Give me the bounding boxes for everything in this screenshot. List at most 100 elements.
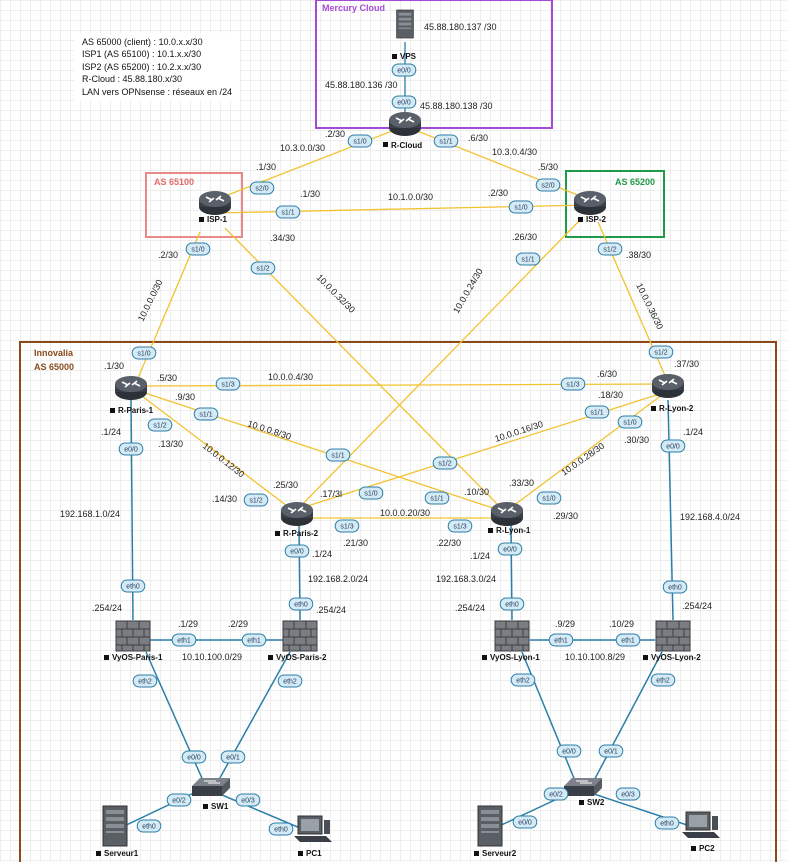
ip-label: .18/30 [598, 390, 623, 400]
interface-badge: s1/2 [432, 456, 458, 470]
interface-label: s1/0 [514, 205, 527, 212]
interface-label: eth1 [247, 638, 261, 645]
pc1-computer[interactable] [293, 815, 333, 843]
link-rparis1-rparis2 [141, 395, 296, 513]
interface-label: s1/2 [438, 461, 451, 468]
rparis1-label: R-Paris-1 [118, 406, 154, 415]
vyosparis1-firewall[interactable] [115, 620, 151, 652]
ip-label: .9/29 [555, 619, 575, 629]
interface-label: s1/2 [256, 266, 269, 273]
interface-badge-bg [334, 519, 360, 533]
ip-label: 192.168.4.0/24 [680, 512, 740, 522]
interface-badge-bg [235, 793, 261, 807]
link-isp1-isp2 [214, 204, 591, 214]
ip-label: .254/24 [682, 601, 712, 611]
interface-badge-bg [193, 407, 219, 421]
pc1-label: PC1 [306, 849, 322, 858]
interface-badge: s1/2 [648, 345, 674, 359]
interface-badge: s1/1 [325, 448, 351, 462]
interface-badge-bg [510, 673, 536, 687]
serveur1-server[interactable] [102, 805, 128, 847]
interface-badge: s1/1 [515, 252, 541, 266]
ip-label: .2/29 [228, 619, 248, 629]
interface-label: e0/0 [562, 749, 576, 756]
pc2-computer[interactable] [681, 811, 721, 839]
as65200-zone [565, 170, 665, 238]
interface-label: e0/2 [549, 792, 563, 799]
ip-label: 10.0.0.28/30 [559, 441, 606, 478]
rcloud-router[interactable] [388, 111, 422, 137]
interface-badge: e0/0 [118, 442, 144, 456]
ip-label: .22/30 [436, 538, 461, 548]
ip-label: 10.0.0.8/30 [246, 418, 292, 441]
vyosparis2-firewall[interactable] [282, 620, 318, 652]
vyoslyon2-firewall[interactable] [655, 620, 691, 652]
interface-label: e0/2 [172, 798, 186, 805]
rlyon1-router[interactable] [490, 501, 524, 527]
link-vyoslyon2-sw2 [589, 651, 663, 789]
interface-badge-bg [220, 750, 246, 764]
interface-badge-bg [650, 673, 676, 687]
sw1-switch[interactable] [191, 777, 231, 797]
interface-label: s1/0 [137, 351, 150, 358]
interface-badge: e0/1 [598, 744, 624, 758]
serveur2-server[interactable] [477, 805, 503, 847]
link-rcloud-isp1 [214, 125, 406, 201]
interface-label: e0/0 [290, 549, 304, 556]
device-marker [96, 851, 101, 856]
ip-label: .38/30 [626, 250, 651, 260]
interface-badge: eth0 [136, 819, 162, 833]
interface-badge-bg [447, 519, 473, 533]
interface-badge-bg [597, 242, 623, 256]
rparis1-router[interactable] [114, 375, 148, 401]
rlyon2-router[interactable] [651, 373, 685, 399]
interface-badge: s1/1 [433, 134, 459, 148]
device-marker [579, 800, 584, 805]
interface-badge-bg [515, 252, 541, 266]
interface-label: s1/3 [221, 382, 234, 389]
interface-label: e0/0 [666, 444, 680, 451]
interface-badge: eth0 [288, 597, 314, 611]
ip-label: 10.1.0.0/30 [388, 192, 433, 202]
ip-label: .6/30 [597, 369, 617, 379]
vyoslyon1-label: VyOS-Lyon-1 [490, 653, 540, 662]
ip-label: .1/30 [256, 162, 276, 172]
vps-device[interactable] [396, 9, 414, 39]
interface-badge-bg [660, 439, 686, 453]
ip-label: 10.0.0.24/30 [451, 267, 485, 315]
ip-label: .10/30 [464, 487, 489, 497]
ip-label: .2/30 [158, 250, 178, 260]
interface-badge-bg [615, 787, 641, 801]
interface-label: s1/1 [521, 257, 534, 264]
device-marker [203, 804, 208, 809]
sw2-switch[interactable] [563, 777, 603, 797]
link-isp2-rparis2 [294, 219, 581, 513]
interface-badge: e0/0 [391, 63, 417, 77]
device-marker [275, 531, 280, 536]
interface-badge: s1/3 [334, 519, 360, 533]
ip-label: 10.10.100.0/29 [182, 652, 242, 662]
vyoslyon1-firewall[interactable] [494, 620, 530, 652]
interface-label: s1/1 [590, 410, 603, 417]
interface-badge: e0/0 [284, 544, 310, 558]
ip-label: 10.3.0.0/30 [280, 143, 325, 153]
interface-label: e0/0 [187, 755, 201, 762]
interface-badge: s1/3 [447, 519, 473, 533]
isp1-router[interactable] [198, 190, 232, 216]
link-rlyon2-rlyon1 [504, 391, 667, 513]
interface-label: e0/0 [518, 820, 532, 827]
interface-badge-bg [548, 633, 574, 647]
interface-badge-bg [536, 491, 562, 505]
interface-label: s1/1 [439, 139, 452, 146]
interface-label: s1/0 [542, 496, 555, 503]
device-marker [482, 655, 487, 660]
interface-badge: e0/0 [556, 744, 582, 758]
isp2-router[interactable] [573, 190, 607, 216]
interface-badge-bg [215, 377, 241, 391]
interface-label: s1/1 [331, 453, 344, 460]
interface-badge-bg [131, 346, 157, 360]
interface-badge-bg [432, 456, 458, 470]
ip-label: .10/29 [609, 619, 634, 629]
rparis2-router[interactable] [280, 501, 314, 527]
interface-label: s1/3 [453, 524, 466, 531]
